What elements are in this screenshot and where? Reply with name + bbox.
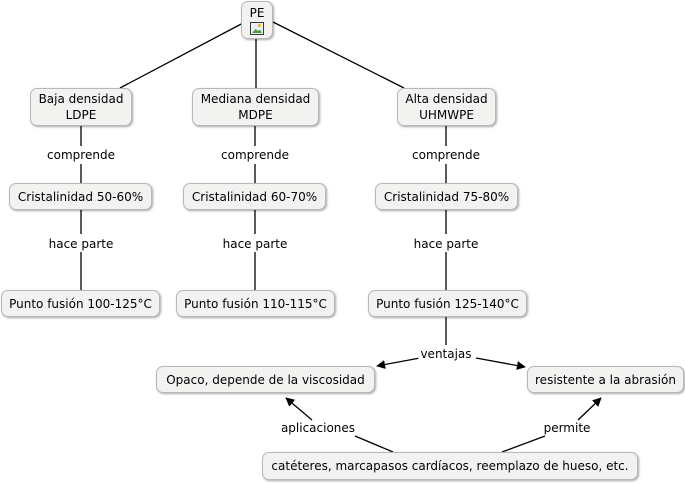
node-type-label: Baja densidad — [38, 92, 124, 106]
root-label: PE — [249, 6, 265, 20]
node-cristalinidad-60-70[interactable]: Cristalinidad 60-70% — [183, 183, 326, 210]
connector-node-permite — [501, 435, 546, 453]
link-label-hace-parte: hace parte — [46, 237, 116, 251]
node-type-label: Alta densidad — [405, 92, 488, 106]
node-text: Punto fusión 125-140°C — [376, 296, 519, 311]
node-alta-densidad[interactable]: Alta densidad UHMWPE — [397, 88, 496, 126]
node-type-label: Mediana densidad — [200, 92, 311, 106]
connector-root-ldpe — [119, 21, 246, 89]
node-abbr-label: UHMWPE — [419, 108, 474, 122]
link-label-comprende: comprende — [219, 148, 291, 162]
node-text: Punto fusión 100-125°C — [9, 296, 152, 311]
node-opaco[interactable]: Opaco, depende de la viscosidad — [156, 366, 375, 393]
node-cristalinidad-50-60[interactable]: Cristalinidad 50-60% — [9, 183, 152, 210]
node-text: catéteres, marcapasos cardíacos, reempla… — [271, 459, 629, 473]
root-node[interactable]: PE — [241, 1, 273, 39]
arrow-aplicaciones-opaco — [285, 397, 313, 421]
node-baja-densidad[interactable]: Baja densidad LDPE — [30, 88, 132, 126]
node-text: resistente a la abrasión — [535, 372, 676, 387]
node-abbr-label: MDPE — [238, 108, 273, 122]
arrow-ventajas-resistente — [475, 357, 526, 370]
node-resistente-abrasion[interactable]: resistente a la abrasión — [527, 366, 684, 393]
link-label-hace-parte: hace parte — [220, 237, 290, 251]
node-punto-fusion-110-115[interactable]: Punto fusión 110-115°C — [176, 290, 335, 317]
node-text: Punto fusión 110-115°C — [184, 296, 327, 311]
node-cristalinidad-75-80[interactable]: Cristalinidad 75-80% — [375, 183, 518, 210]
node-punto-fusion-100-125[interactable]: Punto fusión 100-125°C — [1, 290, 160, 317]
connector-root-uhmwpe — [272, 21, 405, 89]
node-text: Cristalinidad 50-60% — [17, 189, 144, 204]
link-label-comprende: comprende — [410, 148, 482, 162]
node-cateteres[interactable]: catéteres, marcapasos cardíacos, reempla… — [262, 452, 638, 480]
link-label-aplicaciones: aplicaciones — [278, 421, 358, 435]
connector-node-aplicaciones — [354, 435, 394, 453]
node-abbr-label: LDPE — [65, 108, 97, 122]
node-text: Cristalinidad 75-80% — [383, 189, 510, 204]
node-text: Opaco, depende de la viscosidad — [166, 372, 365, 387]
link-label-permite: permite — [541, 421, 593, 435]
arrow-permite-resistente — [577, 397, 602, 421]
image-icon[interactable] — [250, 22, 264, 35]
arrow-ventajas-opaco — [376, 357, 421, 369]
node-punto-fusion-125-140[interactable]: Punto fusión 125-140°C — [368, 290, 527, 317]
node-mediana-densidad[interactable]: Mediana densidad MDPE — [192, 88, 319, 126]
node-text: Cristalinidad 60-70% — [191, 189, 318, 204]
link-label-ventajas: ventajas — [418, 347, 474, 361]
link-label-comprende: comprende — [45, 148, 117, 162]
link-label-hace-parte: hace parte — [411, 237, 481, 251]
